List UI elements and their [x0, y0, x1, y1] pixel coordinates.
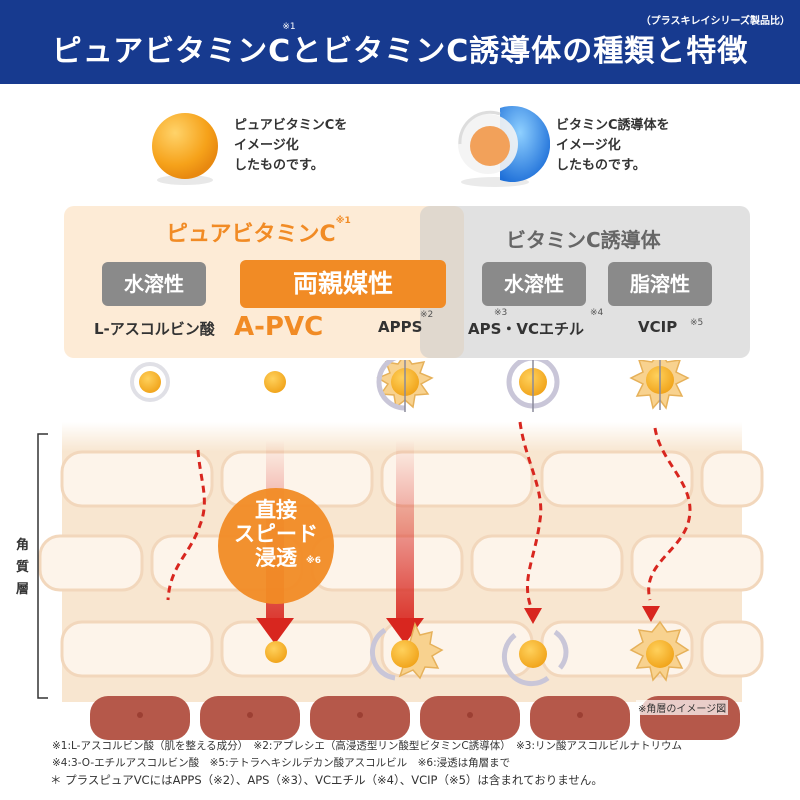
- side-label-char-3: 層: [16, 582, 30, 597]
- label-apps-note: ※2: [420, 310, 434, 320]
- label-apps: APPS: [378, 318, 423, 336]
- header-bar: [0, 0, 800, 84]
- side-label-char-2: 質: [16, 560, 30, 575]
- label-l-ascorbic-acid: L-アスコルビン酸: [94, 320, 215, 338]
- derivative-illustration-text: ビタミンC誘導体を イメージ化 したものです。: [556, 118, 670, 173]
- label-aps-vc-ethyl: APS・VCエチル: [468, 320, 585, 338]
- skin-cells: [38, 450, 764, 678]
- direct-penetration-note: ※6: [306, 556, 322, 566]
- derivative-capsule-icon: [458, 106, 550, 187]
- pill-amphiphilic: 両親媒性: [240, 260, 446, 308]
- stratum-corneum-diagram: [37, 360, 764, 740]
- apps-arrow: [396, 440, 414, 620]
- pure-illustration-text: ピュアビタミンCを イメージ化 したものです。: [234, 118, 348, 173]
- footnote-1: ※1:L-アスコルビン酸（肌を整える成分） ※2:アプレシエ（高浸透型リン酸型ビ…: [52, 740, 683, 752]
- label-vcip: VCIP: [638, 318, 678, 336]
- stratum-bracket: [37, 433, 48, 699]
- label-a-pvc: A-PVC: [234, 312, 324, 342]
- label-vcip-note: ※5: [690, 318, 704, 328]
- pill-water-soluble-2: 水溶性: [482, 262, 586, 306]
- page-title: ピュアビタミンCとビタミンC誘導体の種類と特徴: [51, 34, 749, 69]
- pure-category-title: ピュアビタミンC※1: [166, 216, 351, 247]
- l-ascorbic-path: [166, 449, 206, 601]
- footnote-3: ＊ プラスピュアVCにはAPPS（※2）、APS（※3）、VCエチル（※4）、V…: [50, 773, 603, 787]
- label-aps-note: ※3: [494, 308, 508, 318]
- title-footnote-mark: ※1: [282, 22, 296, 32]
- molecule-row: [130, 360, 690, 412]
- diagram-caption: ※角層のイメージ図: [636, 700, 729, 715]
- label-vc-ethyl-note: ※4: [590, 308, 604, 318]
- pure-vitamin-c-ball-icon: [152, 113, 218, 185]
- vcip-path: [647, 427, 692, 601]
- aps-vc-path: [518, 421, 543, 611]
- pill-fat-soluble: 脂溶性: [608, 262, 712, 306]
- footnote-2: ※4:3-O-エチルアスコルビン酸 ※5:テトラヘキシルデカン酸アスコルビル ※…: [52, 757, 511, 769]
- pill-water-soluble-1: 水溶性: [102, 262, 206, 306]
- comparison-note: （プラスキレイシリーズ製品比）: [640, 16, 790, 27]
- direct-penetration-bubble: [218, 488, 334, 604]
- side-label-char-1: 角: [16, 538, 30, 553]
- derivative-category-title: ビタミンC誘導体: [506, 228, 661, 252]
- direct-penetration-text: 直接 スピード 浸透: [234, 498, 318, 570]
